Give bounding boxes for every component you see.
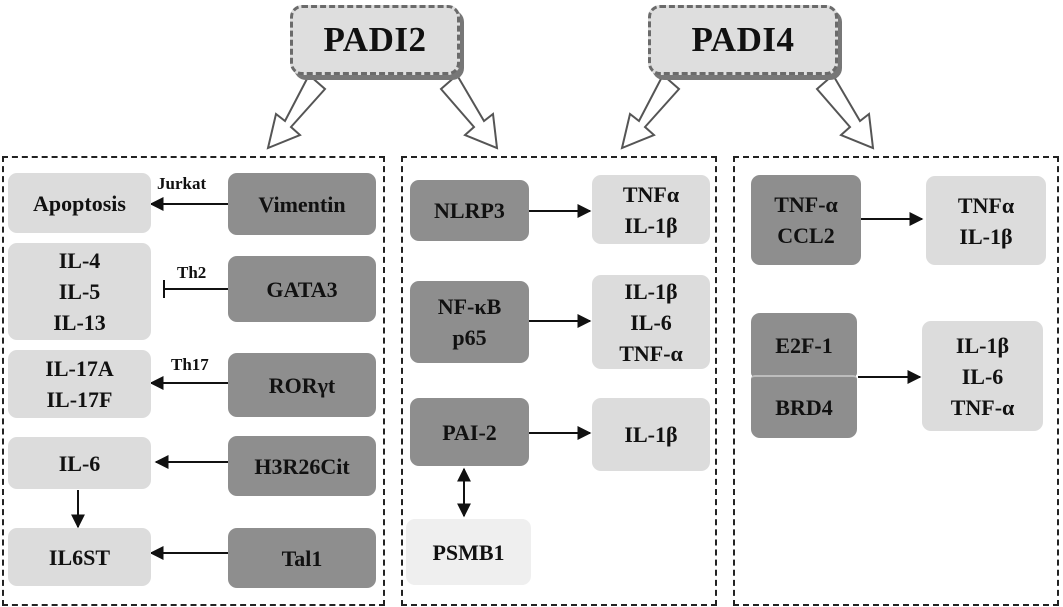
e2f1-label: E2F-1 <box>775 332 833 358</box>
ccl2-label: CCL2 <box>777 223 835 248</box>
brd4-label: BRD4 <box>775 395 833 420</box>
nfkb-label: NF-κB <box>437 294 502 319</box>
gata3-label: GATA3 <box>266 276 338 302</box>
il4-label: IL-4 <box>58 248 101 273</box>
tal1-label: Tal1 <box>281 545 323 571</box>
il1b-3-label: IL-1β <box>624 422 678 447</box>
vimentin-node: Vimentin <box>228 173 376 235</box>
il6-label: IL-6 <box>58 450 101 476</box>
il6-r-label: IL-6 <box>961 363 1004 389</box>
il6st-label: IL6ST <box>48 544 111 570</box>
vimentin-label: Vimentin <box>258 191 346 217</box>
th2-label: Th2 <box>177 263 207 282</box>
nlrp3-node: NLRP3 <box>410 180 529 241</box>
il4-il5-il13-node: IL-4 IL-5 IL-13 <box>8 243 151 340</box>
hub-arrow-padi2-left <box>266 73 327 150</box>
padi4-node: PADI4 <box>648 5 838 75</box>
il1b-il6-tnf-node: IL-1β IL-6 TNF-α <box>592 275 710 369</box>
rorgt-node: RORγt <box>228 353 376 417</box>
apoptosis-node: Apoptosis <box>8 173 151 233</box>
il6-node: IL-6 <box>8 437 151 489</box>
tnfa-il1b-node: TNFα IL-1β <box>592 175 710 244</box>
gata3-node: GATA3 <box>228 256 376 322</box>
th17-label: Th17 <box>171 355 209 374</box>
nlrp3-label: NLRP3 <box>434 198 505 223</box>
padi2-node: PADI2 <box>290 5 460 75</box>
p65-label: p65 <box>452 325 487 350</box>
hub-arrow-padi4-right <box>815 73 875 150</box>
h3r26cit-node: H3R26Cit <box>228 436 376 496</box>
tnf-ccl2-node: TNF-α CCL2 <box>751 175 861 265</box>
padi2-label: PADI2 <box>323 20 427 59</box>
nfkb-p65-node: NF-κB p65 <box>410 281 529 363</box>
tnfa-r-label: TNFα <box>957 192 1015 218</box>
il6-2-label: IL-6 <box>630 309 672 335</box>
il1b-r-label: IL-1β <box>959 223 1013 249</box>
brd4-node: BRD4 <box>751 375 857 438</box>
tnfa-il1b-r-node: TNFα IL-1β <box>926 176 1046 265</box>
apoptosis-label: Apoptosis <box>33 190 126 216</box>
il1b-label: IL-1β <box>624 212 678 238</box>
left-panel <box>2 156 385 606</box>
psmb1-node: PSMB1 <box>406 519 531 585</box>
pai2-label: PAI-2 <box>442 419 497 445</box>
tal1-node: Tal1 <box>228 528 376 588</box>
right-panel <box>733 156 1059 606</box>
il1b-3-node: IL-1β <box>592 398 710 471</box>
psmb1-label: PSMB1 <box>432 539 505 565</box>
il1b-r2-label: IL-1β <box>955 332 1010 358</box>
il17a-label: IL-17A <box>45 356 114 381</box>
pai2-node: PAI-2 <box>410 398 529 466</box>
il13-label: IL-13 <box>53 310 106 335</box>
tnf-alpha-r2-label: TNF-α <box>950 394 1015 420</box>
middle-panel <box>401 156 717 606</box>
hub-arrow-padi4-left <box>620 73 681 150</box>
tnf-alpha-r-label: TNF-α <box>774 192 838 217</box>
jurkat-label: Jurkat <box>157 174 207 193</box>
e2f1-node: E2F-1 <box>751 313 857 377</box>
il1b-il6-tnf-r-node: IL-1β IL-6 TNF-α <box>922 321 1043 431</box>
il17-node: IL-17A IL-17F <box>8 350 151 418</box>
il6st-node: IL6ST <box>8 528 151 586</box>
il5-label: IL-5 <box>58 279 101 304</box>
h3r26cit-label: H3R26Cit <box>254 453 350 479</box>
rorgt-label: RORγt <box>268 372 336 398</box>
padi4-label: PADI4 <box>691 20 795 59</box>
il1b-2-label: IL-1β <box>624 278 678 304</box>
tnf-alpha-label: TNF-α <box>619 340 683 366</box>
tnfa-label: TNFα <box>622 181 680 207</box>
hub-arrow-padi2-right <box>439 73 499 150</box>
il17f-label: IL-17F <box>46 387 113 412</box>
